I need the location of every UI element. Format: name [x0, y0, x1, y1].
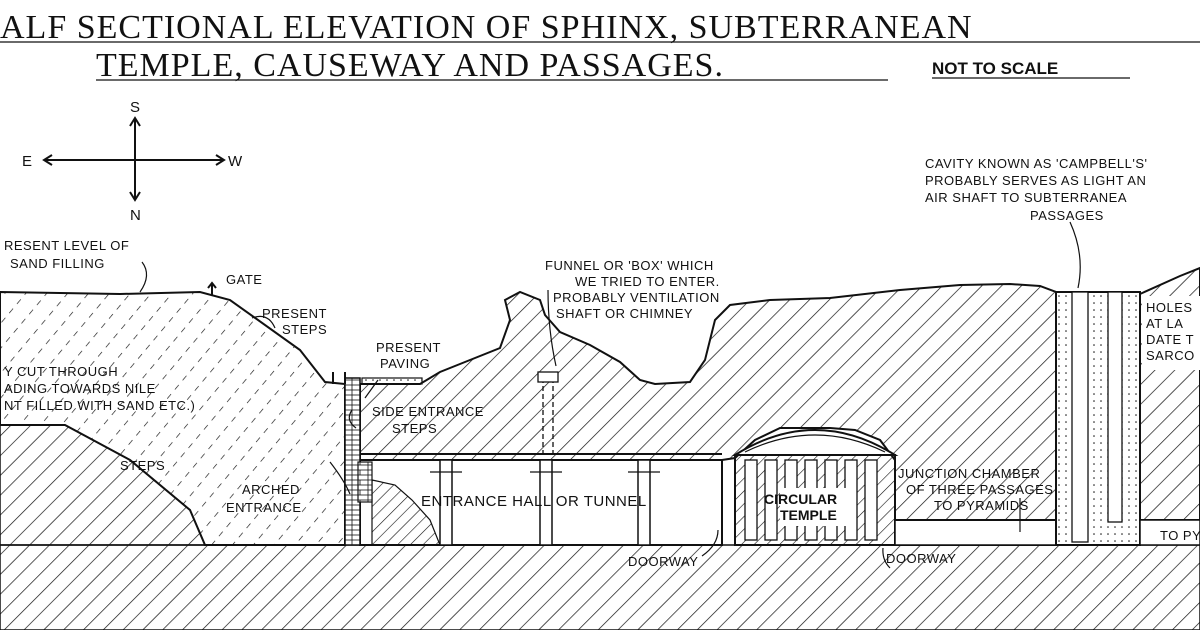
- label-arched-1: ARCHED: [242, 482, 300, 497]
- label-steps: STEPS: [120, 458, 165, 473]
- label-doorway-2: DOORWAY: [886, 551, 956, 566]
- bedrock-floor: [0, 544, 1200, 630]
- label-holes-4: SARCO: [1146, 348, 1195, 363]
- label-holes-2: AT LA: [1146, 316, 1183, 331]
- campbells-shaft: [1055, 291, 1141, 546]
- label-present-level-2: SAND FILLING: [10, 256, 105, 271]
- not-to-scale-note: NOT TO SCALE: [932, 59, 1058, 78]
- label-cut-3: NT FILLED WITH SAND ETC.): [4, 398, 195, 413]
- label-funnel-1: FUNNEL OR 'BOX' WHICH: [545, 258, 714, 273]
- label-cavity-2: PROBABLY SERVES AS LIGHT AN: [925, 173, 1146, 188]
- label-holes-1: HOLES: [1146, 300, 1193, 315]
- label-present-steps-1: PRESENT: [262, 306, 327, 321]
- label-doorway-1: DOORWAY: [628, 554, 698, 569]
- label-present-level-1: RESENT LEVEL OF: [4, 238, 129, 253]
- label-side-entrance-2: STEPS: [392, 421, 437, 436]
- label-entrance-hall: ENTRANCE HALL OR TUNNEL: [421, 493, 647, 510]
- arrow-down-icon: [129, 191, 141, 202]
- compass-south: S: [130, 99, 140, 116]
- label-junction-2: OF THREE PASSAGES: [906, 482, 1053, 497]
- label-present-paving-1: PRESENT: [376, 340, 441, 355]
- label-present-paving-2: PAVING: [380, 356, 430, 371]
- label-gate: GATE: [226, 272, 262, 287]
- present-paving: [361, 377, 423, 385]
- rock-cut-lower-left: [0, 424, 207, 546]
- label-funnel-4: SHAFT OR CHIMNEY: [556, 306, 693, 321]
- label-side-entrance-1: SIDE ENTRANCE: [372, 404, 484, 419]
- gate-marker: [207, 281, 217, 296]
- label-arched-2: ENTRANCE: [226, 500, 302, 515]
- label-cut-1: Y CUT THROUGH: [4, 364, 118, 379]
- entrance-gate-block: [357, 461, 373, 503]
- compass-west: W: [228, 153, 243, 170]
- compass-north: N: [130, 207, 141, 224]
- label-junction-1: JUNCTION CHAMBER: [898, 466, 1040, 481]
- label-funnel-2: WE TRIED TO ENTER.: [575, 274, 720, 289]
- label-cavity-4: PASSAGES: [1030, 208, 1104, 223]
- hall-columns: [430, 459, 660, 546]
- funnel-shaft: [537, 371, 559, 454]
- title-line-2: TEMPLE, CAUSEWAY AND PASSAGES.: [96, 47, 724, 84]
- title-block: ALF SECTIONAL ELEVATION OF SPHINX, SUBTE…: [0, 9, 1200, 84]
- arrow-up-icon: [129, 116, 141, 127]
- label-cavity-3: AIR SHAFT TO SUBTERRANEA: [925, 190, 1127, 205]
- label-cut-2: ADING TOWARDS NILE: [4, 381, 156, 396]
- rock-mass-upper: [345, 282, 1057, 546]
- label-funnel-3: PROBABLY VENTILATION: [553, 290, 720, 305]
- label-junction-3: TO PYRAMIDS: [934, 498, 1029, 513]
- label-circular-1: CIRCULAR: [764, 491, 837, 507]
- arrow-right-icon: [215, 154, 226, 166]
- label-present-steps-2: STEPS: [282, 322, 327, 337]
- label-circular-2: TEMPLE: [780, 507, 837, 523]
- rubble-left-of-hall: [371, 479, 441, 546]
- label-holes-3: DATE T: [1146, 332, 1194, 347]
- junction-passage: [894, 519, 1057, 546]
- label-to-pyramids: TO PY: [1160, 528, 1200, 543]
- compass-east: E: [22, 153, 32, 170]
- leader-lines: [139, 221, 1081, 569]
- circular-temple: [731, 429, 899, 546]
- arrow-left-icon: [42, 154, 53, 166]
- title-line-1: ALF SECTIONAL ELEVATION OF SPHINX, SUBTE…: [0, 9, 973, 46]
- compass-rose: S N E W: [22, 99, 243, 224]
- label-cavity-1: CAVITY KNOWN AS 'CAMPBELL'S': [925, 156, 1148, 171]
- to-pyramids-passage: [1139, 519, 1200, 546]
- annotation-labels: RESENT LEVEL OF SAND FILLING GATE PRESEN…: [4, 156, 1200, 569]
